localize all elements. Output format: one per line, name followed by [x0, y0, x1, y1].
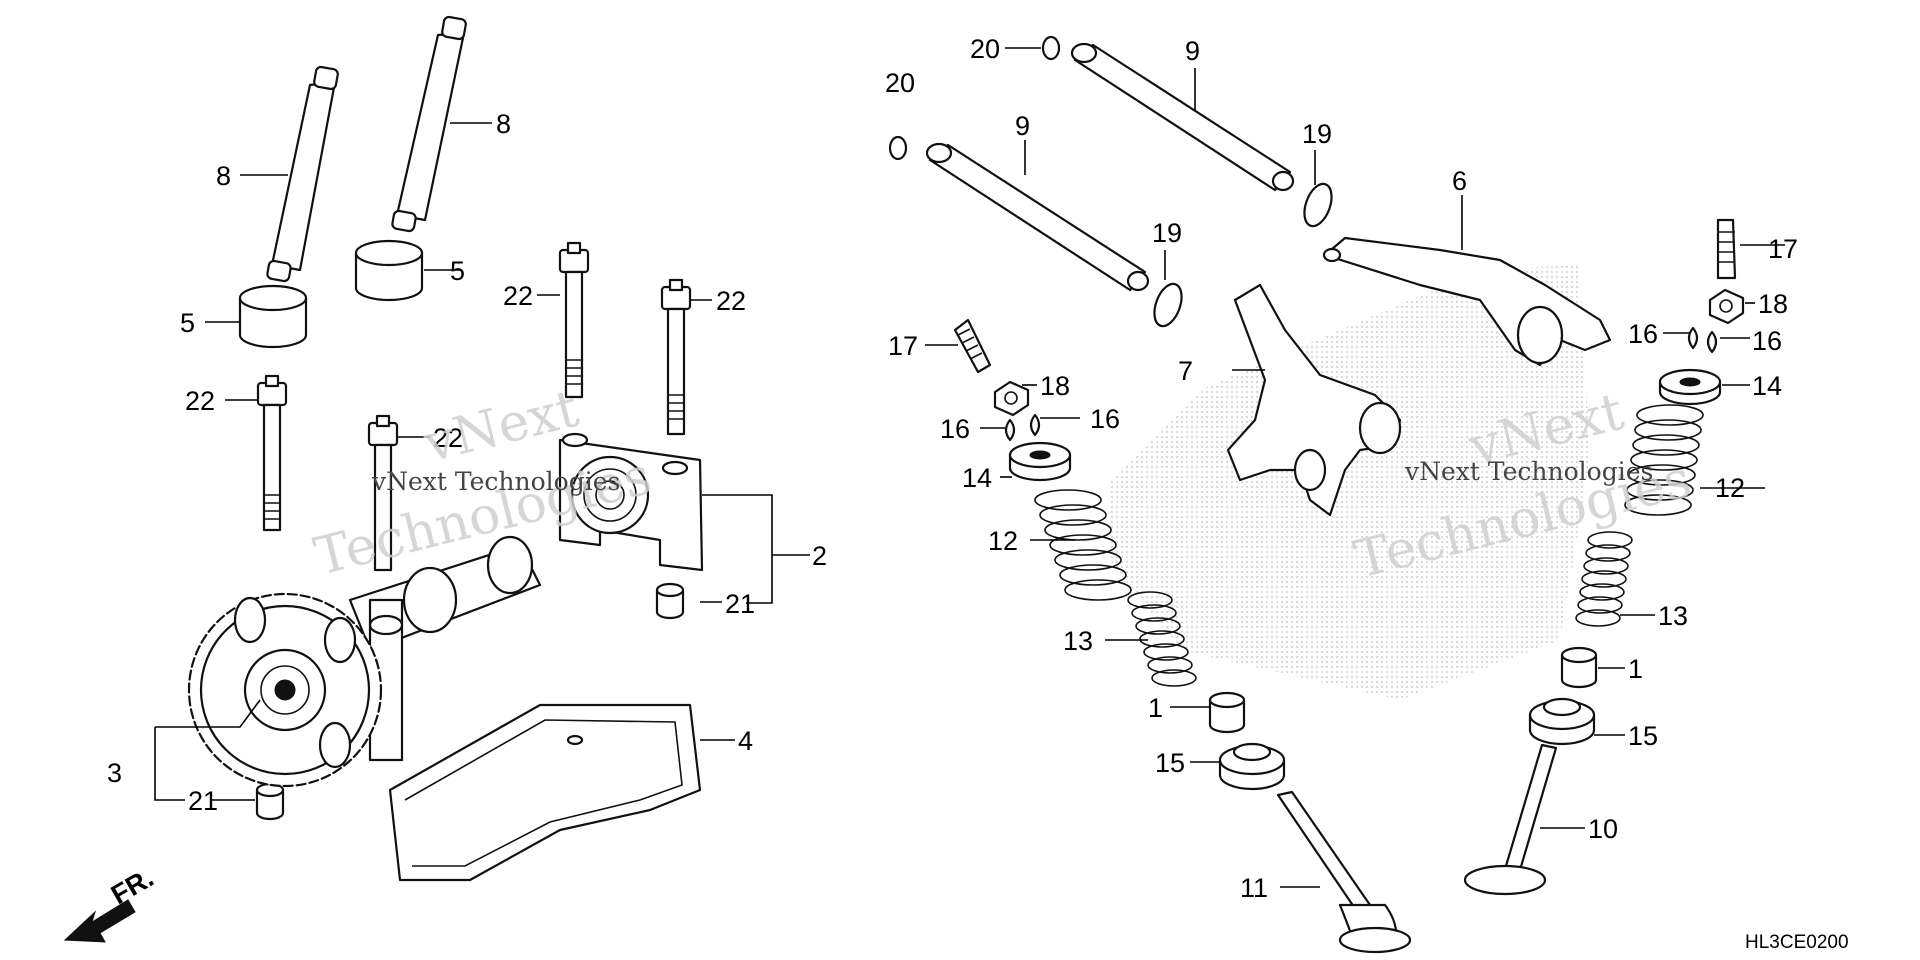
callout-18-right: 18: [1758, 289, 1788, 319]
inner-valve-spring-right[interactable]: [1575, 531, 1633, 627]
callout-12-left: 12: [988, 526, 1018, 556]
intake-valve[interactable]: [1463, 743, 1558, 896]
callout-15-right: 15: [1628, 721, 1658, 751]
callout-7: 7: [1178, 356, 1193, 386]
valve-stem-seal-left[interactable]: [1208, 691, 1246, 734]
callout-16-left-b: 16: [1090, 404, 1120, 434]
callout-8-right: 8: [496, 109, 511, 139]
callout-12-right: 12: [1715, 473, 1745, 503]
cam-sprocket[interactable]: [187, 592, 383, 788]
rocker-shaft-upper[interactable]: [1070, 42, 1295, 192]
callout-20-lower: 20: [885, 68, 915, 98]
callout-16-left-a: 16: [940, 414, 970, 444]
adjusting-screw-left[interactable]: [953, 318, 992, 374]
callout-20-upper: 20: [970, 34, 1000, 64]
callout-17-right: 17: [1768, 234, 1798, 264]
leader-lines: [154, 47, 1785, 888]
bolt-22-right[interactable]: [660, 278, 692, 436]
callout-21-upper: 21: [725, 589, 755, 619]
camshaft[interactable]: [348, 535, 542, 762]
valve-cotter-right-a[interactable]: [1687, 326, 1699, 350]
brand-background-shading: [1110, 265, 1590, 700]
exhaust-valve[interactable]: [1276, 790, 1412, 954]
valve-cotter-left-b[interactable]: [1029, 413, 1041, 437]
washer-20-upper[interactable]: [1041, 35, 1061, 61]
callout-22-b: 22: [503, 281, 533, 311]
front-label: FR.: [106, 862, 159, 910]
callout-5-left: 5: [180, 308, 195, 338]
callout-14-left: 14: [962, 463, 992, 493]
bolt-22-left[interactable]: [367, 414, 399, 572]
callout-17-left: 17: [888, 331, 918, 361]
bolt-22-middle[interactable]: [558, 241, 590, 399]
callout-14-right: 14: [1752, 371, 1782, 401]
svg-text:vNext Technologies: vNext Technologies: [1404, 457, 1653, 486]
diagram-code: HL3CE0200: [1745, 932, 1849, 953]
rocker-arm-upper[interactable]: [1322, 236, 1612, 367]
outer-valve-spring-right[interactable]: [1624, 404, 1704, 516]
callout-19-upper: 19: [1302, 119, 1332, 149]
collar-right[interactable]: [354, 239, 424, 302]
lock-nut-right[interactable]: [1708, 288, 1745, 325]
spring-retainer-left[interactable]: [1008, 441, 1072, 482]
rocker-arm-lower[interactable]: [1226, 283, 1402, 517]
callout-13-left: 13: [1063, 626, 1093, 656]
callout-11: 11: [1240, 873, 1268, 903]
callout-21-lower: 21: [188, 786, 218, 816]
callout-5-right: 5: [450, 256, 465, 286]
callout-2: 2: [812, 541, 827, 571]
callout-16-right-a: 16: [1628, 319, 1658, 349]
inner-valve-spring-left[interactable]: [1127, 591, 1197, 687]
callout-1-right: 1: [1628, 654, 1643, 684]
callout-10: 10: [1588, 814, 1618, 844]
collar-left[interactable]: [238, 284, 308, 349]
spring-retainer-right[interactable]: [1658, 368, 1722, 406]
callout-19-lower: 19: [1152, 218, 1182, 248]
spring-seat-right[interactable]: [1528, 697, 1596, 746]
callout-18-left: 18: [1040, 371, 1070, 401]
valve-cotter-left-a[interactable]: [1004, 418, 1016, 442]
callout-9-lower: 9: [1015, 111, 1030, 141]
callout-15-left: 15: [1155, 748, 1185, 778]
outer-valve-spring-left[interactable]: [1034, 489, 1132, 601]
valve-cotter-right-b[interactable]: [1706, 330, 1718, 354]
lock-nut-left[interactable]: [993, 380, 1030, 417]
callout-22-c: 22: [716, 286, 746, 316]
dowel-pin-upper[interactable]: [655, 582, 685, 620]
camshaft-holder[interactable]: [558, 432, 704, 572]
callout-9-upper: 9: [1185, 36, 1200, 66]
callout-8-left: 8: [216, 161, 231, 191]
front-direction-indicator: FR.: [63, 862, 159, 943]
pushrod-left[interactable]: [266, 65, 339, 283]
callout-13-right: 13: [1658, 601, 1688, 631]
front-arrow-icon: [63, 899, 136, 943]
callout-labels: 8 8 5 5 22 22 22 22 2 21 3 21 4 20 9 20 …: [107, 34, 1798, 903]
callout-3: 3: [107, 758, 122, 788]
callout-4: 4: [738, 726, 753, 756]
adjusting-screw-right[interactable]: [1716, 218, 1737, 280]
o-ring-19-upper[interactable]: [1299, 180, 1337, 230]
dowel-pin-lower[interactable]: [255, 782, 285, 821]
o-ring-19-lower[interactable]: [1149, 280, 1187, 330]
spring-seat-left[interactable]: [1218, 742, 1286, 791]
washer-20-lower[interactable]: [888, 135, 908, 161]
callout-6: 6: [1452, 166, 1467, 196]
rocker-shaft-lower[interactable]: [925, 142, 1150, 292]
oil-tray[interactable]: [388, 703, 702, 882]
callout-1-left: 1: [1148, 693, 1163, 723]
callout-16-right-b: 16: [1752, 326, 1782, 356]
svg-text:vNext Technologies: vNext Technologies: [371, 467, 620, 496]
bolt-22-far-left[interactable]: [256, 374, 288, 532]
callout-22-a: 22: [185, 386, 215, 416]
pushrod-right[interactable]: [391, 15, 467, 233]
callout-22-d: 22: [433, 423, 463, 453]
valve-stem-seal-right[interactable]: [1560, 646, 1598, 689]
